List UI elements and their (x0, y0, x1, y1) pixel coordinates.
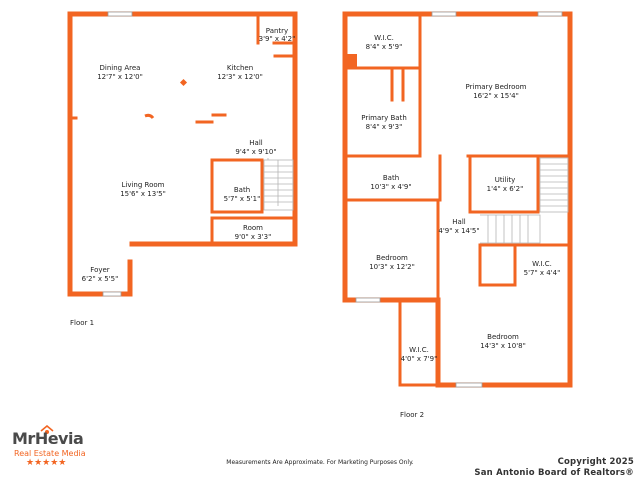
utility-name: Utility (495, 176, 516, 184)
wic-bottom-name: W.I.C. (409, 346, 429, 354)
floor1-interior-walls (68, 113, 227, 124)
board-text: San Antonio Board of Realtors® (474, 468, 634, 478)
wic-right-name: W.I.C. (532, 260, 552, 268)
dining-dims: 12'7" x 12'0" (97, 73, 143, 81)
room-name: Room (243, 224, 263, 232)
floor2-window-top-right (537, 11, 563, 17)
pantry-dims: 3'9" x 4'2" (259, 35, 296, 43)
primary-bath-dims: 8'4" x 9'3" (366, 123, 403, 131)
floor2-window-top-left (431, 11, 457, 17)
bedroom-left-dims: 10'3" x 12'2" (369, 263, 415, 271)
foyer-name: Foyer (90, 266, 110, 274)
primary-bedroom-name: Primary Bedroom (466, 83, 527, 91)
kitchen-dims: 12'3" x 12'0" (217, 73, 263, 81)
floor2-primary-bath-wall (343, 66, 422, 158)
floor1-bath-name: Bath (234, 186, 250, 194)
floor1-label: Floor 1 (70, 319, 94, 327)
floor1-window-top (107, 11, 133, 17)
floor1-window-foyer (102, 291, 122, 297)
floor2-window-bedroom (355, 297, 381, 303)
primary-bath-name: Primary Bath (361, 114, 407, 122)
copyright-text: Copyright 2025 (557, 457, 634, 467)
dining-name: Dining Area (100, 64, 141, 72)
floor2-wic-top-block (345, 54, 357, 68)
floor1-hall-dims: 9'4" x 9'10" (235, 148, 276, 156)
logo-name: MrHevia (12, 429, 84, 448)
floor-1-plan (67, 11, 298, 297)
bedroom-right-name: Bedroom (487, 333, 519, 341)
floor2-window-bottom (455, 382, 483, 388)
wic-top-dims: 8'4" x 5'9" (366, 43, 403, 51)
living-dims: 15'6" x 13'5" (120, 190, 166, 198)
floor1-bath-dims: 5'7" x 5'1" (224, 195, 261, 203)
bedroom-left-name: Bedroom (376, 254, 408, 262)
wic-right-dims: 5'7" x 4'4" (524, 269, 561, 277)
brand-logo: MrHevia Real Estate Media ★★★★★ (12, 425, 92, 470)
floor2-hall-dims: 4'9" x 14'5" (438, 227, 479, 235)
primary-bedroom-dims: 16'2" x 15'4" (473, 92, 519, 100)
floor1-marker-door (144, 113, 155, 119)
utility-dims: 1'4" x 6'2" (487, 185, 524, 193)
floor2-hall-walls (466, 154, 572, 287)
floor1-hall-walls (210, 158, 297, 246)
floor1-marker-diamond (179, 78, 188, 87)
floor2-bath-dims: 10'3" x 4'9" (370, 183, 411, 191)
logo-subtitle: Real Estate Media (14, 449, 86, 458)
floor2-bedroom-walls (398, 198, 440, 387)
floor2-wic-top-wall (343, 12, 422, 158)
floor2-hall-name: Hall (452, 218, 465, 226)
floor1-pantry-wall (256, 12, 297, 58)
wic-top-name: W.I.C. (374, 34, 394, 42)
floor2-bath-name: Bath (383, 174, 399, 182)
floor2-stairs (480, 157, 569, 244)
foyer-dims: 6'2" x 5'5" (82, 275, 119, 283)
floor2-label: Floor 2 (400, 411, 424, 419)
room-dims: 9'0" x 3'3" (235, 233, 272, 241)
living-name: Living Room (122, 181, 165, 189)
logo-stars: ★★★★★ (26, 458, 67, 468)
kitchen-name: Kitchen (227, 64, 253, 72)
bedroom-right-dims: 14'3" x 10'8" (480, 342, 526, 350)
floor1-hall-name: Hall (249, 139, 262, 147)
wic-bottom-dims: 4'0" x 7'9" (401, 355, 438, 363)
disclaimer-note: Measurements Are Approximate. For Market… (226, 459, 414, 466)
room-labels: Dining Area 12'7" x 12'0" Pantry 3'9" x … (82, 27, 561, 363)
floor2-bath-wall (343, 154, 442, 202)
house-icon (40, 425, 54, 434)
pantry-name: Pantry (266, 27, 288, 35)
floor1-stairs (263, 158, 294, 211)
floor-2-plan (342, 11, 573, 388)
